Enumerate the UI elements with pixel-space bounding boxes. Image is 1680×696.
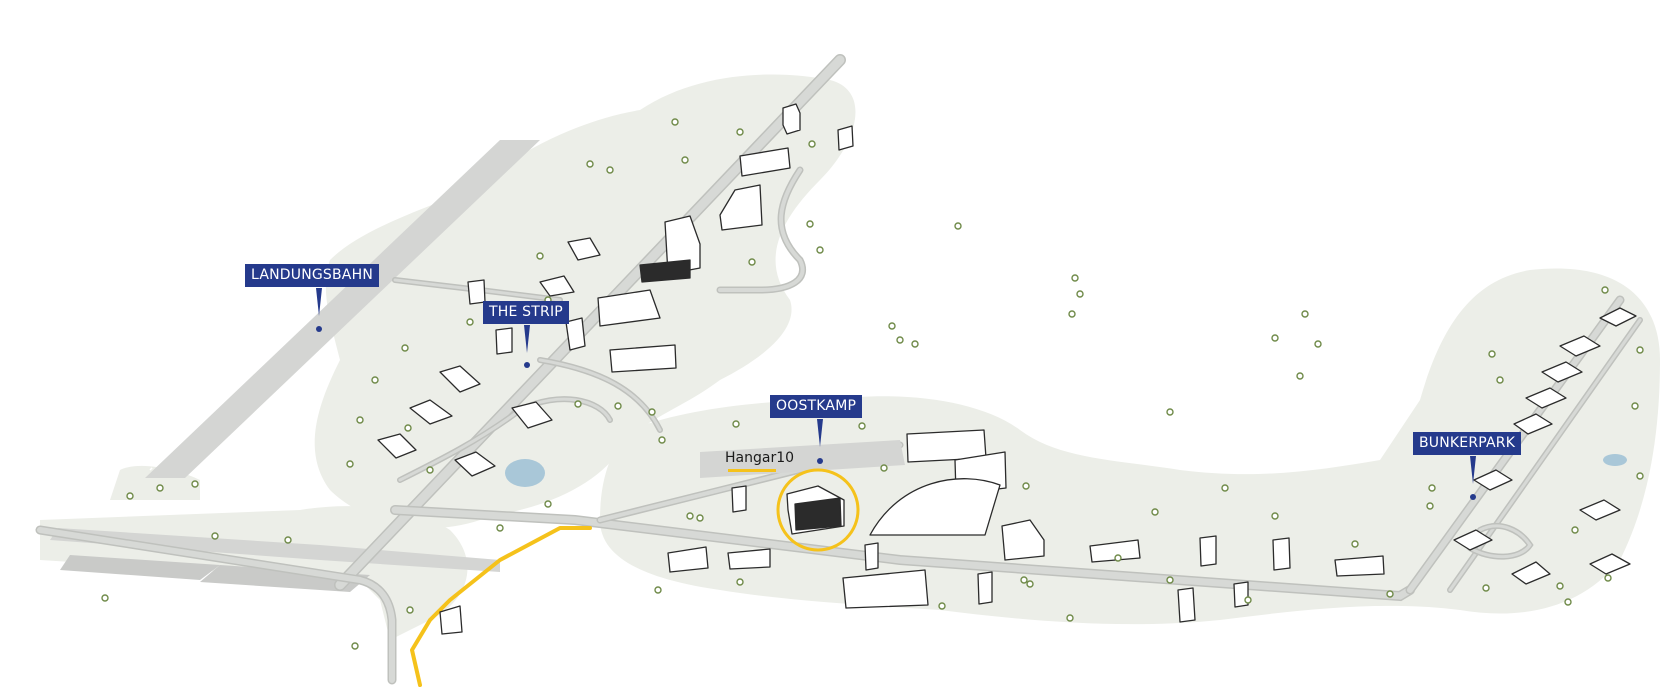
marker-label-oostkamp[interactable]: OOSTKAMP <box>770 395 863 418</box>
marker-label-landungsbahn[interactable]: LANDUNGSBAHN <box>245 264 379 287</box>
ponds <box>505 454 1627 487</box>
hangar10-underline <box>728 469 776 472</box>
route-path <box>410 526 592 687</box>
hangar10-highlight-circle[interactable] <box>776 468 860 552</box>
marker-stem-the-strip <box>524 325 530 353</box>
apron <box>700 440 905 478</box>
marker-dot-landungsbahn[interactable] <box>316 326 322 332</box>
marker-label-the-strip[interactable]: THE STRIP <box>483 301 569 324</box>
marker-label-bunkerpark[interactable]: BUNKERPARK <box>1413 432 1522 455</box>
marker-dot-bunkerpark[interactable] <box>1470 494 1476 500</box>
marker-dot-oostkamp[interactable] <box>817 458 823 464</box>
trees <box>101 118 1644 650</box>
runway <box>50 140 540 592</box>
buildings <box>377 103 1637 635</box>
marker-dot-the-strip[interactable] <box>524 362 530 368</box>
marker-stem-oostkamp <box>817 419 823 447</box>
marker-stem-landungsbahn <box>316 288 322 316</box>
marker-stem-bunkerpark <box>1470 456 1476 484</box>
hangar10-label[interactable]: Hangar10 <box>725 450 795 466</box>
